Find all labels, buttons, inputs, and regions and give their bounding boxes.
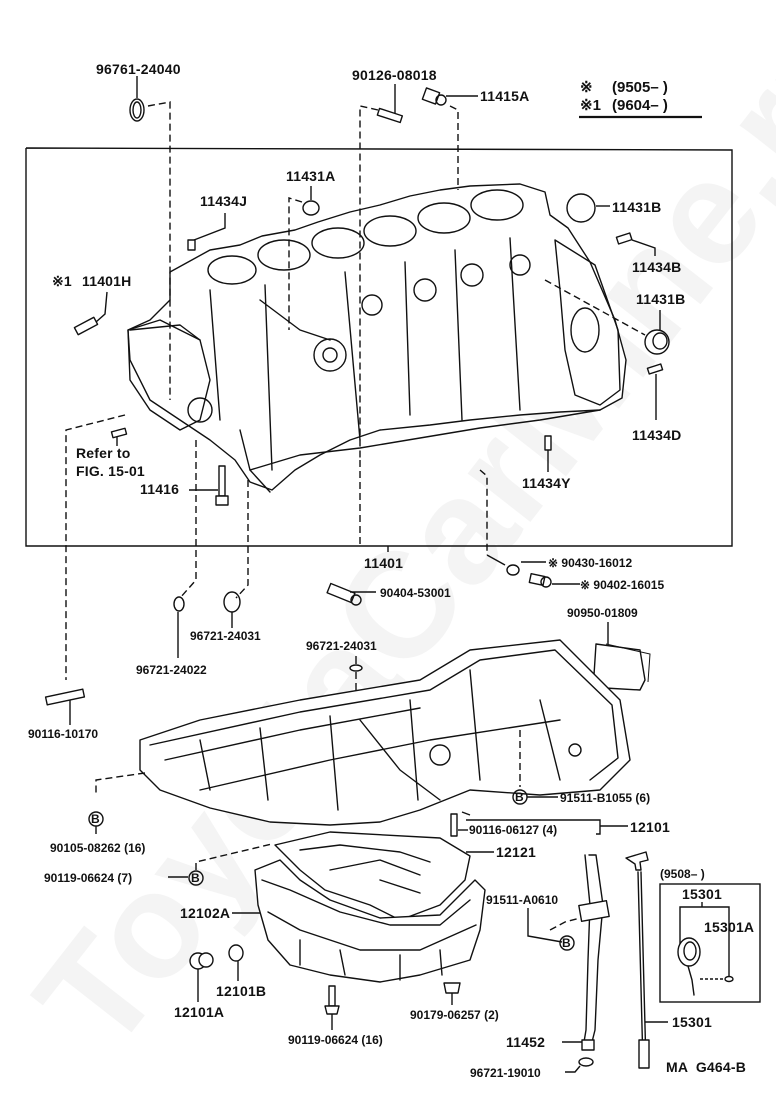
bolt-marker-b-1-text: B <box>91 812 100 826</box>
label-96721-24031-center: 96721-24031 <box>306 639 377 653</box>
o-ring-96761-24040 <box>129 98 145 122</box>
label-90179-06257: 90179-06257 (2) <box>410 1008 499 1022</box>
label-90430-16012: ※ 90430-16012 <box>548 556 632 570</box>
inset-label-15301A: 15301A <box>704 919 754 935</box>
label-11434Y: 11434Y <box>522 475 571 491</box>
label-91511-B1055: 91511-B1055 (6) <box>560 791 650 805</box>
bolt-marker-b-1: B <box>88 811 104 827</box>
plug-90402-16015 <box>528 572 552 588</box>
pin-11434Y <box>544 435 552 451</box>
label-11401H-marker: ※1 <box>52 273 72 289</box>
plug-11431A <box>302 200 320 216</box>
label-11434J: 11434J <box>200 193 247 209</box>
label-11401: 11401 <box>364 555 403 571</box>
drain-plug-12101A <box>189 952 214 970</box>
legend: ※ (9505– ) ※1 (9604– ) <box>579 79 702 119</box>
label-91511-A0610: 91511-A0610 <box>486 893 558 907</box>
plug-11431B-top <box>566 193 596 223</box>
label-90404-53001: 90404-53001 <box>380 586 451 600</box>
label-11401H: 11401H <box>82 273 131 289</box>
label-12102A: 12102A <box>180 905 230 921</box>
bolt-11401H <box>73 316 99 336</box>
o-ring-96721-24022 <box>173 596 185 612</box>
bolt-marker-b-4: B <box>559 935 575 951</box>
legend-entry-1-symbol: ※ <box>580 79 593 96</box>
washer-90430-16012 <box>506 564 520 576</box>
label-90116-06127: 90116-06127 (4) <box>469 823 557 837</box>
label-11415A: 11415A <box>480 88 529 104</box>
bolt-90119-06624 <box>324 985 340 1015</box>
label-96721-24031-left: 96721-24031 <box>190 629 261 643</box>
bolt-marker-b-2: B <box>512 789 528 805</box>
label-11431B-mid: 11431B <box>636 291 685 307</box>
legend-entry-1-range: (9505– ) <box>612 79 668 96</box>
inset-range: (9508– ) <box>660 867 705 881</box>
stud-90126-08018 <box>376 107 404 124</box>
plug-11415A <box>421 87 447 106</box>
label-12101A: 12101A <box>174 1004 224 1020</box>
legend-entry-2-symbol: ※1 <box>580 97 601 114</box>
label-90402-16015: ※ 90402-16015 <box>580 578 664 592</box>
figure-code: MA G464-B <box>666 1059 746 1075</box>
bolt-marker-b-2-text: B <box>515 790 524 804</box>
label-90105-08262: 90105-08262 (16) <box>50 841 145 855</box>
label-90116-10170: 90116-10170 <box>28 727 98 741</box>
bolt-marker-b-4-text: B <box>562 936 571 950</box>
o-ring-96721-19010 <box>578 1057 594 1067</box>
label-15301: 15301 <box>672 1014 712 1030</box>
bolt-11416 <box>215 465 229 506</box>
label-11434B: 11434B <box>632 259 681 275</box>
label-90126-08018: 90126-08018 <box>352 67 437 83</box>
stud-90116-10170 <box>44 688 86 706</box>
gauge-guide-11452 <box>578 854 610 1051</box>
inset-box: (9508– ) 15301 15301A <box>659 867 761 1003</box>
o-ring-96721-24031-left <box>223 591 241 613</box>
bolt-marker-b-3-text: B <box>191 871 200 885</box>
label-11431B-top: 11431B <box>612 199 661 215</box>
stud-90116-06127 <box>450 813 458 837</box>
union-90404-53001 <box>326 582 362 606</box>
label-11452: 11452 <box>506 1034 545 1050</box>
o-ring-96721-24031-center <box>349 664 363 672</box>
label-11434D: 11434D <box>632 427 681 443</box>
nut-90179-06257 <box>443 982 461 994</box>
reference-note-line2: FIG. 15-01 <box>76 463 145 479</box>
label-90950-01809: 90950-01809 <box>567 606 638 620</box>
oil-pan-no2 <box>254 859 486 983</box>
dipstick-15301 <box>625 851 650 1069</box>
oil-pan-no1 <box>139 639 631 826</box>
gasket-12101B <box>228 944 244 962</box>
label-12101B: 12101B <box>216 983 266 999</box>
label-12101: 12101 <box>630 819 670 835</box>
label-96721-19010: 96721-19010 <box>470 1066 541 1080</box>
pin-11434B <box>615 232 633 245</box>
baffle-plate-12121 <box>274 831 471 921</box>
reference-note-line1: Refer to <box>76 445 131 461</box>
label-90119-06624-16: 90119-06624 (16) <box>288 1033 383 1047</box>
pin-refer <box>110 427 128 439</box>
pin-11434J <box>187 239 196 251</box>
label-96761-24040: 96761-24040 <box>96 61 181 77</box>
label-90119-06624-7: 90119-06624 (7) <box>44 871 132 885</box>
bolt-marker-b-3: B <box>188 870 204 886</box>
block-frame <box>25 147 733 547</box>
legend-entry-2-range: (9604– ) <box>612 97 668 114</box>
pin-11434D <box>646 363 664 375</box>
label-11431A: 11431A <box>286 168 335 184</box>
o-ring-15301A <box>724 975 734 983</box>
label-96721-24022: 96721-24022 <box>136 663 207 677</box>
inset-label-15301: 15301 <box>682 886 722 902</box>
label-11416: 11416 <box>140 481 179 497</box>
label-12121: 12121 <box>496 844 536 860</box>
